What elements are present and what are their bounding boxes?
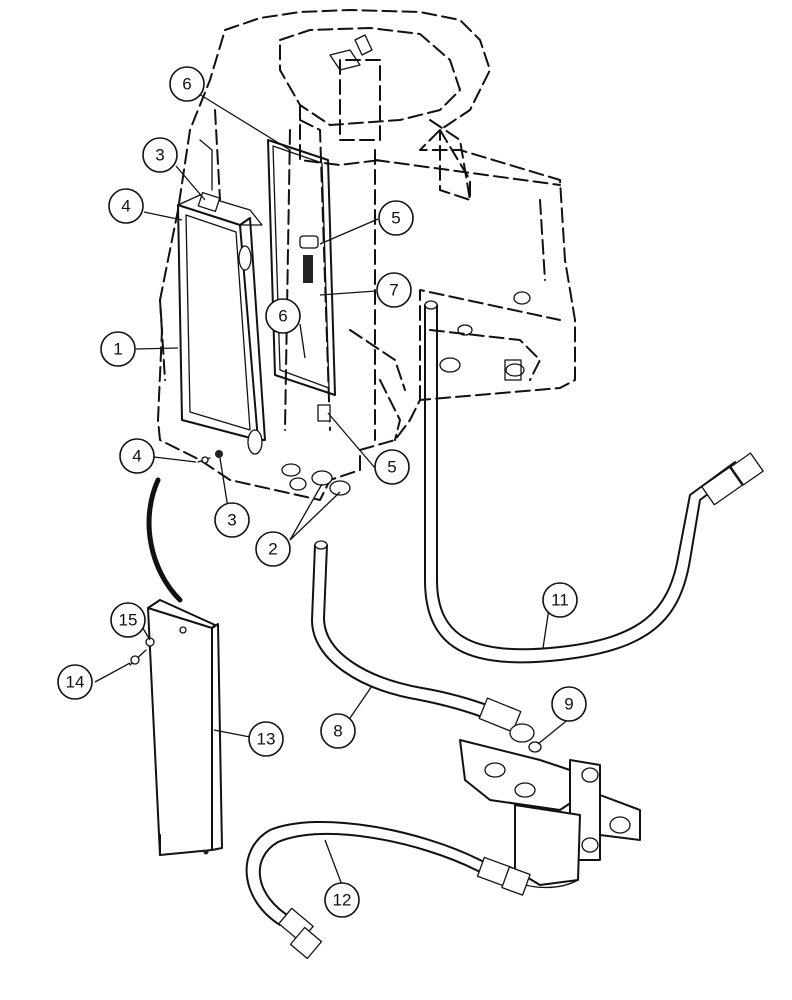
svg-text:5: 5 xyxy=(391,209,400,228)
callout-9: 9 xyxy=(551,686,587,722)
assembly-arrow xyxy=(146,477,183,603)
svg-text:5: 5 xyxy=(387,458,396,477)
svg-text:3: 3 xyxy=(227,511,236,530)
callout-5-top: 5 xyxy=(378,200,414,236)
callout-6-middle: 6 xyxy=(265,298,301,334)
callout-6-top: 6 xyxy=(169,66,205,102)
svg-text:4: 4 xyxy=(132,447,141,466)
callout-5-bottom: 5 xyxy=(374,449,410,485)
machine-body-outline xyxy=(157,9,576,501)
svg-text:1: 1 xyxy=(113,340,122,359)
svg-text:6: 6 xyxy=(182,75,191,94)
callout-13: 13 xyxy=(248,721,284,757)
svg-text:8: 8 xyxy=(333,722,342,741)
callout-14: 14 xyxy=(57,664,93,700)
callout-11: 11 xyxy=(542,582,578,618)
hose-12 xyxy=(245,820,531,960)
svg-text:15: 15 xyxy=(119,611,138,630)
svg-text:3: 3 xyxy=(155,146,164,165)
svg-text:7: 7 xyxy=(389,281,398,300)
svg-text:12: 12 xyxy=(333,891,352,910)
cooler-core xyxy=(177,139,266,455)
callout-4-bottom: 4 xyxy=(119,438,155,474)
filter-valve-assembly xyxy=(459,739,641,889)
svg-text:9: 9 xyxy=(564,695,573,714)
callout-1: 1 xyxy=(100,331,136,367)
callout-3-bottom: 3 xyxy=(214,502,250,538)
callout-2: 2 xyxy=(255,531,291,567)
callout-15: 15 xyxy=(110,602,146,638)
svg-text:11: 11 xyxy=(551,591,569,610)
fittings xyxy=(197,404,351,496)
callout-12: 12 xyxy=(324,882,360,918)
hose-11 xyxy=(424,300,764,664)
svg-text:14: 14 xyxy=(66,673,85,692)
cover-panel xyxy=(129,599,223,856)
callout-8: 8 xyxy=(320,713,356,749)
svg-text:4: 4 xyxy=(121,197,130,216)
svg-text:2: 2 xyxy=(268,540,277,559)
callout-4-top: 4 xyxy=(108,188,144,224)
svg-text:6: 6 xyxy=(278,307,287,326)
callout-7: 7 xyxy=(376,272,412,308)
leader-lines xyxy=(94,93,571,886)
callout-3-top: 3 xyxy=(142,137,178,173)
seal-frame xyxy=(267,139,336,396)
hose-8 xyxy=(311,540,535,743)
svg-text:13: 13 xyxy=(257,730,276,749)
